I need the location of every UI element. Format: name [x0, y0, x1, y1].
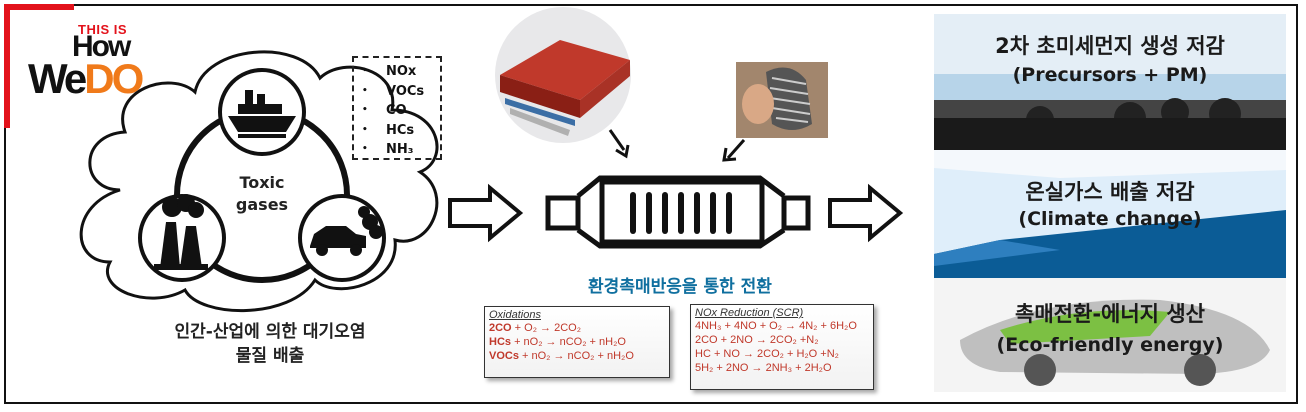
oxidation-equation: HCs + nO₂ → nCO₂ + nH₂O — [489, 336, 626, 348]
logo-we: We — [28, 55, 87, 102]
gas-item: •VOCs — [362, 83, 425, 99]
gas-item: •HCs — [362, 122, 415, 138]
converter-cells — [630, 192, 732, 234]
pointer-arrow-2 — [726, 139, 746, 159]
ship-drawing — [228, 90, 296, 138]
logo-accent-bar-top — [4, 4, 74, 10]
pointer-arrow-1 — [608, 129, 626, 151]
pointer-arrowhead-1 — [615, 144, 630, 159]
outcome-title-climate: 온실가스 배출 저감 — [1025, 180, 1195, 204]
outcome-title-energy: 촉매전환-에너지 생산 — [1015, 302, 1205, 326]
nox-equation: 4NH₃ + 4NO + O₂ → 4N₂ + 6H₂O — [695, 320, 857, 332]
outcome-subtitle-energy: (Eco-friendly energy) — [996, 334, 1224, 356]
honeycomb-monolith-image — [736, 62, 828, 138]
oxidations-title: Oxidations — [489, 309, 541, 321]
outcome-subtitle-pm: (Precursors + PM) — [1012, 64, 1208, 86]
gas-item: •CO — [362, 103, 407, 118]
catalytic-converter-icon — [545, 175, 811, 249]
gas-item: •NH₃ — [362, 142, 414, 157]
pointer-arrowhead-2 — [722, 147, 737, 162]
panel-car-background — [934, 278, 1286, 392]
logo-wedo: WeDO — [28, 55, 144, 102]
outcome-subtitle-climate: (Climate change) — [1018, 208, 1202, 230]
outcome-title-pm: 2차 초미세먼지 생성 저감 — [995, 34, 1225, 58]
nox-reduction-box: NOx Reduction (SCR) 4NH₃ + 4NO + O₂ → 4N… — [690, 304, 874, 390]
gas-list: •NOx •VOCs •CO •HCs •NH₃ — [352, 56, 442, 160]
toxic-gases-label: Toxic gases — [222, 172, 302, 216]
logo-this-is: THIS IS — [78, 22, 128, 37]
oxidation-equation: VOCs + nO₂ → nCO₂ + nH₂O — [489, 350, 634, 362]
catalyst-caption: 환경촉매반응을 통한 전환 — [588, 277, 772, 297]
panel-smog-background — [934, 14, 1286, 150]
logo-how: How — [72, 30, 131, 63]
car-drawing — [310, 206, 383, 256]
nox-equation: 5H₂ + 2NO → 2NH₃ + 2H₂O — [695, 362, 832, 374]
source-caption: 인간-산업에 의한 대기오염 물질 배출 — [120, 320, 420, 368]
toxic-label-line-2: gases — [235, 195, 289, 214]
panel-ice-background — [934, 150, 1286, 278]
nox-equation: HC + NO → 2CO₂ + H₂O +N₂ — [695, 348, 839, 360]
logo-accent-bar — [4, 4, 10, 128]
catalyst-surface-image — [495, 7, 631, 143]
arrow-left — [448, 183, 524, 243]
nox-title: NOx Reduction (SCR) — [695, 307, 804, 319]
factory-drawing — [154, 194, 208, 270]
source-caption-line-1: 인간-산업에 의한 대기오염 — [174, 322, 366, 342]
arrow-right — [828, 183, 904, 243]
nox-equation: 2CO + 2NO → 2CO₂ +N₂ — [695, 334, 819, 346]
oxidation-equation: 2CO + O₂ → 2CO₂ — [489, 322, 581, 334]
gas-item: •NOx — [362, 64, 417, 79]
oxidations-box: Oxidations 2CO + O₂ → 2CO₂ HCs + nO₂ → n… — [484, 306, 670, 378]
logo-do: DO — [84, 55, 144, 102]
source-caption-line-2: 물질 배출 — [235, 346, 305, 366]
toxic-label-line-1: Toxic — [239, 173, 285, 192]
